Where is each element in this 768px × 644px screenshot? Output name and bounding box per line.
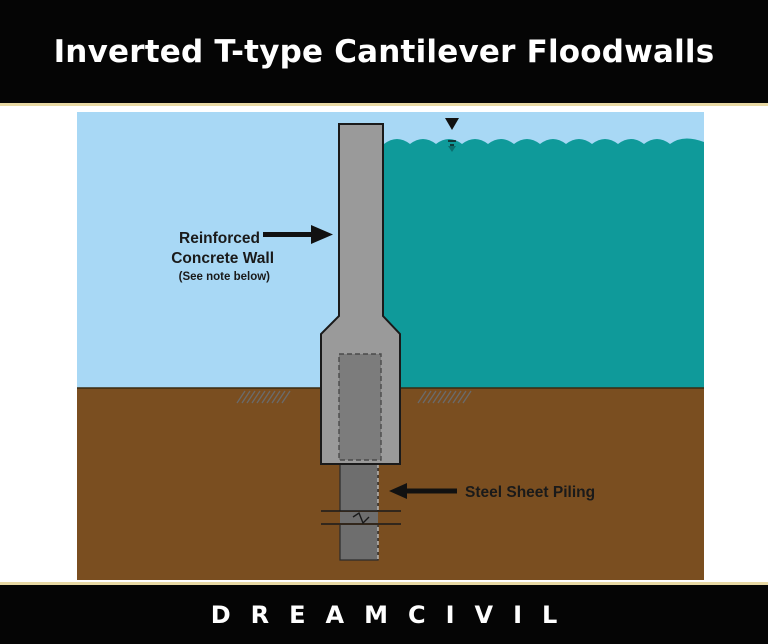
embedded-piling-outline xyxy=(338,353,382,461)
wall-note: (See note below) xyxy=(179,271,271,283)
page-title: Inverted T-type Cantilever Floodwalls xyxy=(53,33,715,70)
title-banner: Inverted T-type Cantilever Floodwalls xyxy=(0,0,768,106)
floodwall-diagram: Reinforced Concrete Wall (See note below… xyxy=(77,112,704,580)
flood-water xyxy=(384,138,704,388)
ground-hatch-icon xyxy=(417,390,472,404)
arrow-right-icon xyxy=(263,225,333,244)
arrow-left-icon xyxy=(389,483,457,499)
wall-label-line2: Concrete Wall xyxy=(171,250,274,267)
wall-label-line1: Reinforced xyxy=(179,230,260,247)
piling-label: Steel Sheet Piling xyxy=(465,484,595,501)
brand-name: DREAMCIVIL xyxy=(210,600,578,629)
ground-hatch-icon xyxy=(236,390,291,404)
floodwall-svg: Reinforced Concrete Wall (See note below… xyxy=(77,112,704,580)
brand-footer: DREAMCIVIL xyxy=(0,582,768,644)
water-level-triangle-icon xyxy=(445,118,459,152)
break-symbol-icon xyxy=(321,510,401,525)
